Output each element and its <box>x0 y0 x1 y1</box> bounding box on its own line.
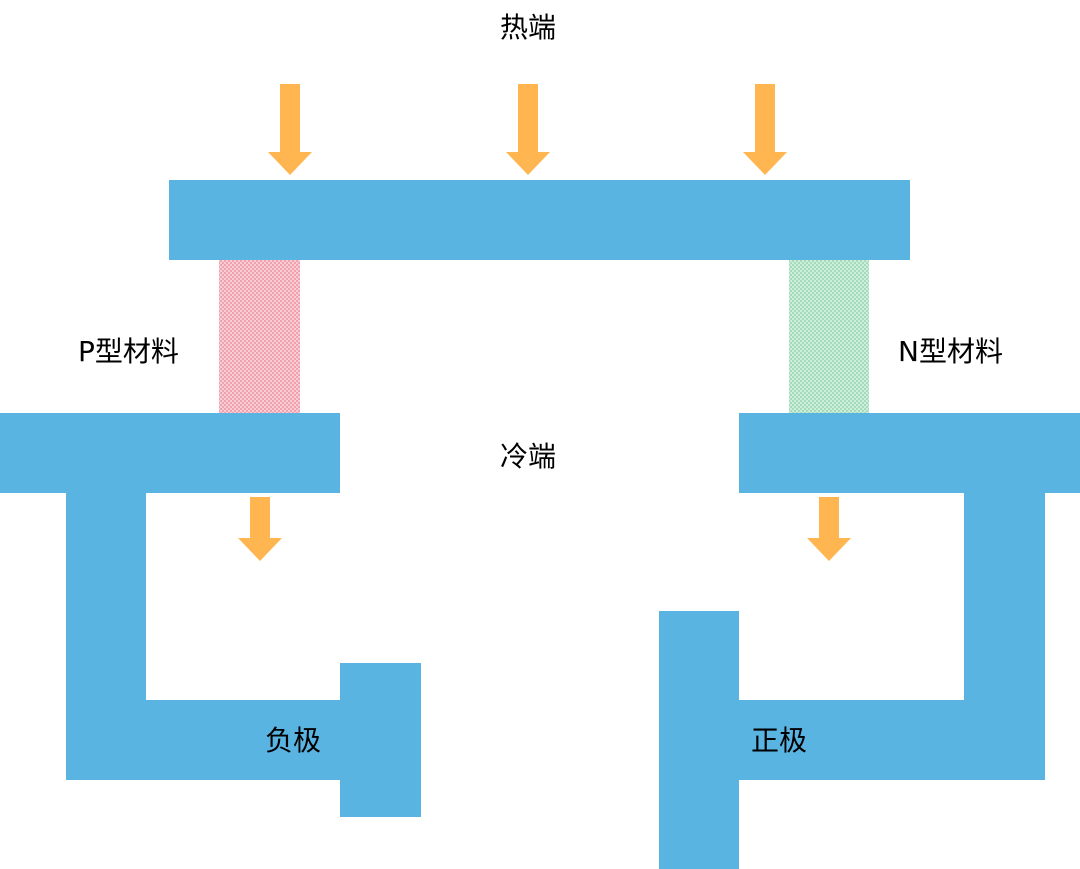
negative-electrode-label: 负极 <box>265 724 322 757</box>
arrow-down-icon <box>268 84 312 175</box>
arrow-down-icon <box>238 497 282 561</box>
arrow-down-icon <box>506 84 550 175</box>
arrow-down-icon <box>743 84 787 175</box>
cold-end-arrow-right <box>807 497 851 561</box>
positive-terminal <box>659 611 739 869</box>
cold-end-label: 冷端 <box>499 440 557 473</box>
negative-terminal <box>340 663 421 817</box>
hot-end-arrow-2 <box>506 84 550 175</box>
arrow-down-icon <box>807 497 851 561</box>
hot-end-plate <box>169 180 910 260</box>
positive-lead-horizontal <box>739 700 1045 780</box>
hot-end-arrow-1 <box>268 84 312 175</box>
positive-electrode-label: 正极 <box>751 724 808 757</box>
n-type-material <box>789 260 869 413</box>
cold-end-plate-right <box>739 413 1080 493</box>
hot-end-label: 热端 <box>499 11 557 44</box>
hot-end-arrow-3 <box>743 84 787 175</box>
cold-end-arrow-left <box>238 497 282 561</box>
n-material-label: N型材料 <box>898 335 1003 368</box>
negative-lead-horizontal <box>66 700 341 780</box>
p-type-material <box>219 260 300 413</box>
p-material-label: P型材料 <box>78 335 179 368</box>
cold-end-plate-left <box>0 413 340 493</box>
